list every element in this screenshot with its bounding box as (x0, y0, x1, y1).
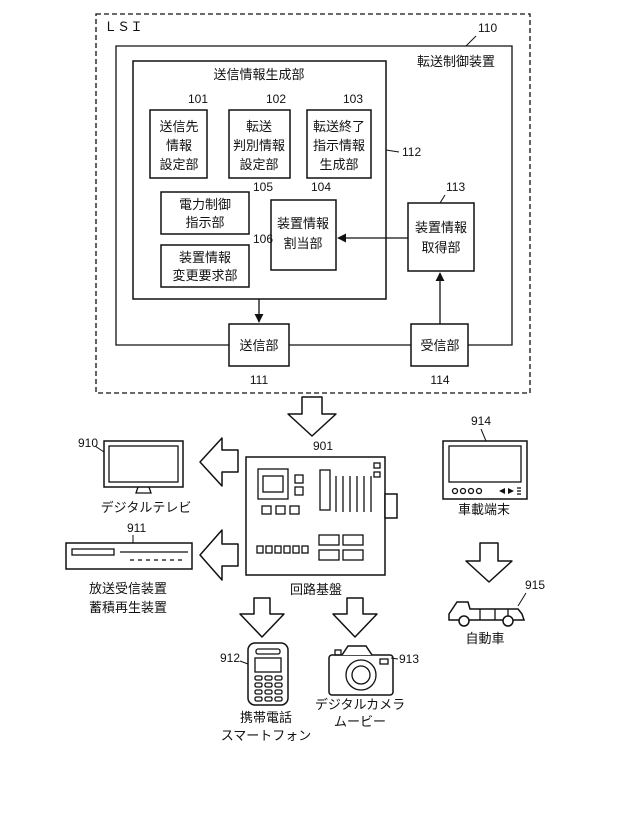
phone-label-line-2: スマートフォン (221, 729, 312, 744)
recorder-illustration (66, 543, 192, 569)
phone-label-line-1: 携帯電話 (240, 710, 292, 726)
car-illustration (449, 602, 524, 626)
unit-106-line-1: 装置情報 (179, 251, 231, 266)
hollow-arrow-board-to-camera (333, 598, 377, 637)
unit-113-line-2: 取得部 (421, 240, 460, 256)
car-terminal-label: 車載端末 (458, 503, 510, 518)
hollow-arrow-terminal-to-car (466, 543, 512, 582)
transmitter-ref: 111 (250, 373, 269, 387)
camera-label-line-2: ムービー (334, 715, 386, 730)
hollow-arrow-lsi-to-board (288, 397, 336, 436)
unit-105-line-2: 指示部 (185, 216, 224, 231)
car-terminal-illustration (443, 441, 527, 499)
car-ref-leader (518, 593, 526, 606)
car-ref: 915 (525, 578, 545, 592)
unit-104-ref: 104 (311, 180, 331, 194)
phone-ref-leader (240, 661, 248, 664)
unit-104-line-2: 割当部 (283, 236, 322, 252)
generator-ref: 112 (402, 145, 421, 159)
car-terminal-ref-leader (481, 429, 486, 441)
recorder-ref: 911 (127, 521, 146, 535)
device-info-assignment-unit (271, 200, 336, 270)
unit-102-line-2: 判別情報 (233, 139, 285, 154)
unit-105-line-1: 電力制御 (179, 198, 231, 213)
unit-113-ref-leader (440, 195, 445, 203)
mobile-phone-illustration (248, 643, 288, 705)
generator-ref-leader (386, 150, 399, 152)
camera-ref: 913 (399, 652, 419, 666)
tv-ref: 910 (78, 436, 98, 450)
phone-ref: 912 (220, 651, 240, 665)
lsi-label: ＬＳＩ (104, 20, 143, 35)
unit-113-ref: 113 (446, 180, 465, 194)
unit-103-line-1: 転送終了 (313, 119, 365, 135)
unit-101-ref: 101 (188, 92, 208, 106)
device-info-acquisition-unit (408, 203, 474, 271)
car-label: 自動車 (465, 632, 504, 647)
unit-103-line-3: 生成部 (319, 158, 358, 173)
circuit-board-label: 回路基盤 (290, 582, 342, 598)
car-terminal-ref: 914 (471, 414, 491, 428)
hollow-arrow-board-to-tv (200, 438, 238, 486)
digital-tv-illustration (104, 441, 183, 493)
unit-106-line-2: 変更要求部 (172, 268, 237, 284)
circuit-board-illustration (246, 457, 397, 575)
hollow-arrow-board-to-phone (240, 598, 284, 637)
lsi-ref-leader (466, 36, 476, 46)
unit-103-line-2: 指示情報 (313, 139, 365, 154)
circuit-board-ref: 901 (313, 439, 333, 453)
unit-102-ref: 102 (266, 92, 286, 106)
receiver-label: 受信部 (420, 339, 459, 354)
unit-103-ref: 103 (343, 92, 363, 106)
unit-105-ref: 105 (253, 180, 273, 194)
unit-102-line-3: 設定部 (239, 157, 278, 173)
unit-113-line-1: 装置情報 (415, 221, 467, 236)
camera-label-line-1: デジタルカメラ (315, 697, 405, 713)
transmitter-label: 送信部 (239, 339, 278, 354)
unit-106-ref: 106 (253, 232, 273, 246)
recorder-label-line-2: 蓄積再生装置 (89, 601, 167, 616)
hollow-arrow-board-to-recorder (200, 530, 238, 580)
lsi-ref: 110 (478, 21, 497, 35)
tv-label: デジタルテレビ (101, 500, 192, 516)
generator-title: 送信情報生成部 (213, 68, 304, 83)
receiver-ref: 114 (430, 373, 449, 387)
unit-104-line-1: 装置情報 (277, 217, 329, 232)
digital-camera-illustration (329, 646, 393, 695)
unit-102-line-1: 転送 (246, 120, 272, 135)
unit-101-line-3: 設定部 (159, 157, 198, 173)
unit-101-line-1: 送信先 (159, 120, 198, 135)
recorder-label-line-1: 放送受信装置 (89, 582, 167, 597)
transfer-control-device-label: 転送制御装置 (417, 55, 495, 70)
unit-101-line-2: 情報 (166, 139, 192, 154)
